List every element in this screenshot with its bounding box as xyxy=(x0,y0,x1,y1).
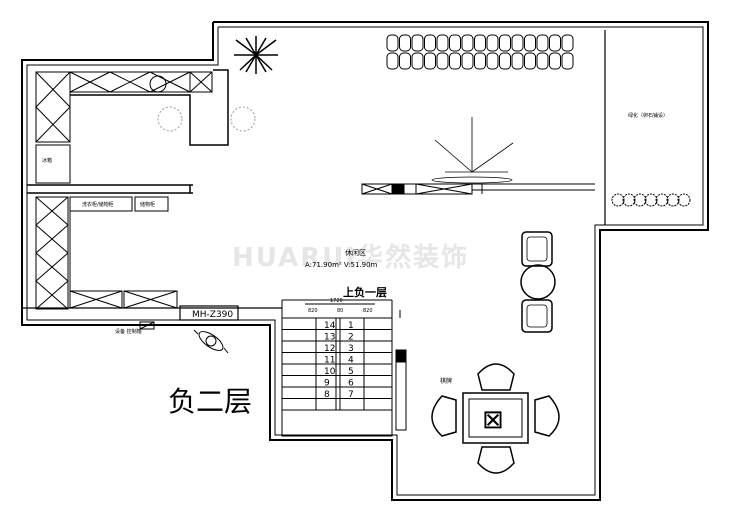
cabinet-b-label: 储物柜 xyxy=(140,201,155,208)
seat-grid xyxy=(386,34,574,70)
seat xyxy=(461,34,474,52)
stair-step-number: 9 xyxy=(324,379,330,389)
leisure-area-name: 休闲区 xyxy=(345,248,366,257)
stair-step-number: 10 xyxy=(324,367,336,377)
up-stairs-label: 上负一层 xyxy=(343,285,387,299)
stair-step-number: 11 xyxy=(324,356,335,366)
stair-step-number: 7 xyxy=(348,390,354,400)
water-heater-tag: MH-Z390 xyxy=(192,310,233,320)
stair-width-mid: 80 xyxy=(337,308,343,314)
seat xyxy=(536,34,549,52)
seat xyxy=(511,52,524,70)
seat xyxy=(436,52,449,70)
watermark-text: HUARUI华然装饰 xyxy=(232,242,469,273)
seat xyxy=(436,34,449,52)
stair-total-width: 1720 xyxy=(330,298,343,304)
seat xyxy=(399,52,411,70)
shrub-icon xyxy=(633,193,647,207)
seat xyxy=(499,52,511,70)
seat xyxy=(411,52,424,70)
seat xyxy=(386,34,399,52)
cabinet-a-label: 洗衣柜/储物柜 xyxy=(82,201,114,208)
stair-step-number: 4 xyxy=(348,356,354,366)
outer-walls xyxy=(21,21,709,501)
stair-width-right: 820 xyxy=(363,308,373,314)
shrub-icon xyxy=(677,193,691,207)
left-cabinet-top xyxy=(35,71,213,184)
shrub-icon xyxy=(622,193,636,207)
lower-partition xyxy=(22,305,282,321)
stair-step-number: 5 xyxy=(348,367,354,377)
seat xyxy=(511,34,524,52)
seat xyxy=(424,34,436,52)
seat xyxy=(424,52,436,70)
staircase xyxy=(281,299,407,437)
stair-step-number: 2 xyxy=(348,333,354,343)
leisure-area-measure: A:71.90m² V:51.90m xyxy=(305,261,378,269)
stair-step-number: 8 xyxy=(324,390,330,400)
seat xyxy=(561,34,574,52)
mid-counter xyxy=(361,183,595,195)
stair-right-numbers: 1 23 45 67 xyxy=(348,321,354,400)
stair-step-number: 3 xyxy=(348,344,354,354)
floor-label: 负二层 xyxy=(168,385,252,418)
seat xyxy=(524,52,536,70)
seat xyxy=(461,52,474,70)
stair-width-left: 820 xyxy=(308,308,318,314)
seat xyxy=(499,34,511,52)
game-table xyxy=(431,363,560,474)
stair-step-number: 1 xyxy=(348,321,354,331)
stair-step-number: 13 xyxy=(324,333,335,343)
left-cabinet-bottom xyxy=(35,196,178,310)
stair-step-number: 12 xyxy=(324,344,335,354)
seat xyxy=(524,34,536,52)
shrub-icon xyxy=(655,193,669,207)
seat xyxy=(536,52,549,70)
seat xyxy=(474,52,486,70)
machine-note: 设备 控制箱 xyxy=(115,328,142,335)
seat xyxy=(486,34,499,52)
fridge-label: 冰箱 xyxy=(42,157,52,164)
shrub-icon xyxy=(611,193,625,207)
stair-steps xyxy=(282,317,392,411)
shrub-icon xyxy=(644,193,658,207)
seat xyxy=(474,34,486,52)
seat xyxy=(449,34,461,52)
ceiling-fan-icon xyxy=(431,117,514,184)
seat xyxy=(386,52,399,70)
round-tables xyxy=(157,106,256,132)
seat xyxy=(549,52,561,70)
seat xyxy=(399,34,411,52)
stair-step-number: 6 xyxy=(348,379,354,389)
shrub-icon xyxy=(666,193,680,207)
kitchen-walls xyxy=(27,69,229,194)
shrub-row xyxy=(611,193,691,207)
seat xyxy=(486,52,499,70)
garden-label: 绿化（卵石铺设） xyxy=(628,112,668,119)
seat xyxy=(549,34,561,52)
seat xyxy=(561,52,574,70)
machine-icon xyxy=(139,321,155,330)
potted-plant-icon xyxy=(234,36,278,74)
seat xyxy=(449,52,461,70)
lounge-chairs xyxy=(520,231,556,333)
seat xyxy=(411,34,424,52)
table-emblem: ⊠ xyxy=(482,405,504,435)
stair-step-number: 14 xyxy=(324,321,336,331)
game-area-label: 棋牌 xyxy=(440,377,452,385)
person-figure-icon xyxy=(193,329,229,354)
